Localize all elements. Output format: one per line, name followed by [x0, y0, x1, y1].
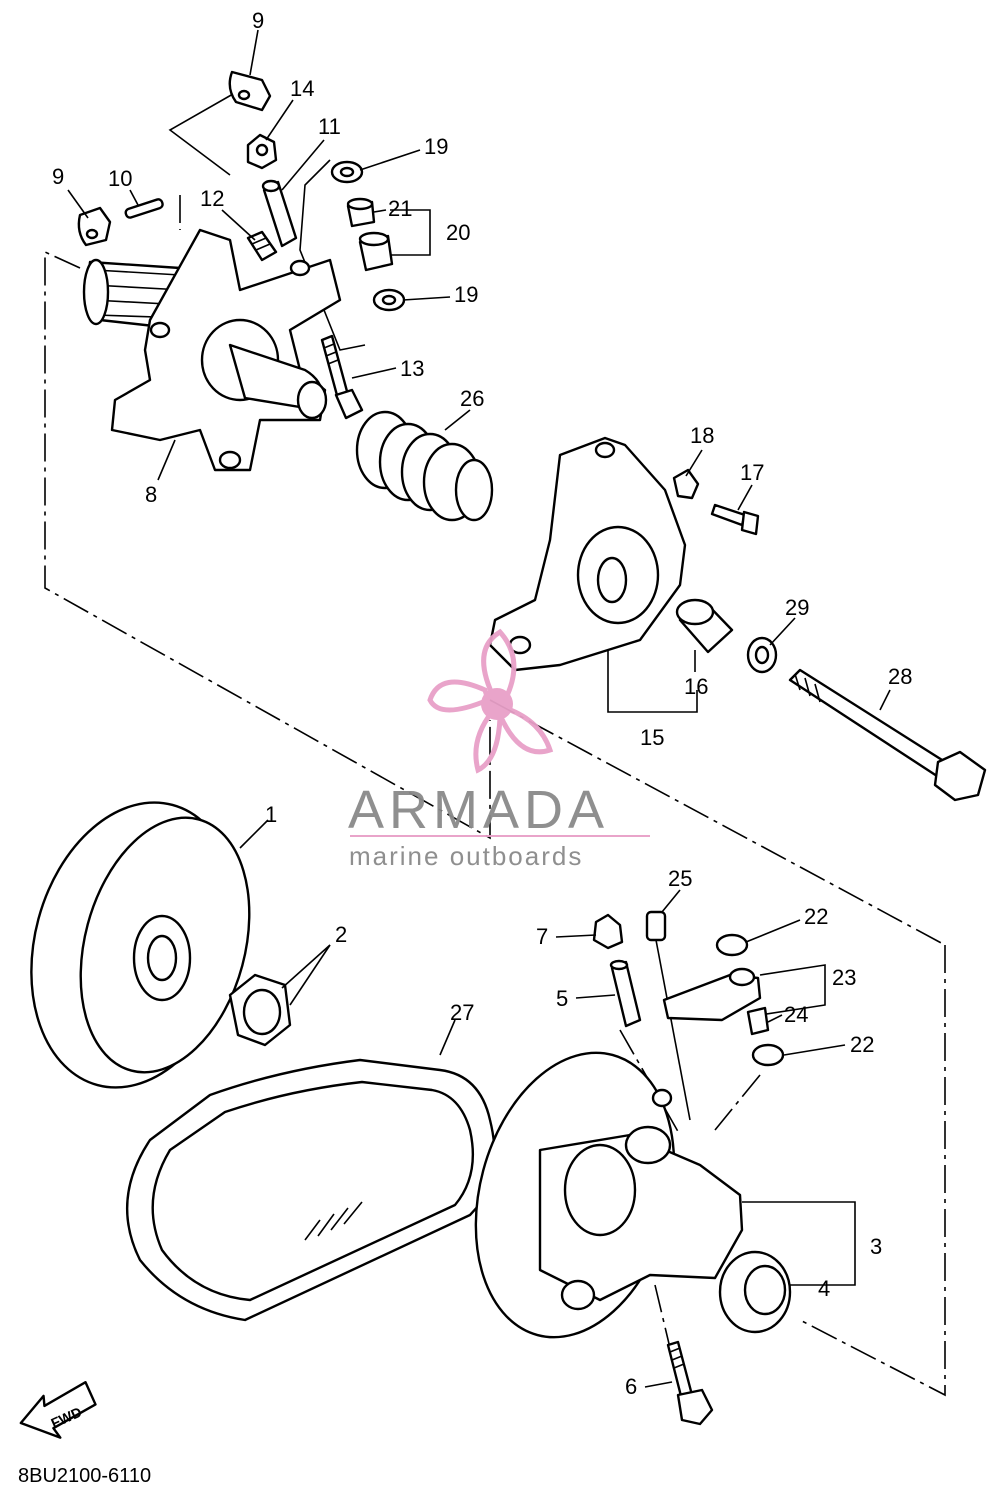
callout-4: 4: [818, 1276, 830, 1301]
callout-9: 9: [252, 8, 264, 33]
callout-6: 6: [625, 1374, 637, 1399]
callout-18: 18: [690, 423, 714, 448]
callout-2: 2: [335, 922, 347, 947]
callout-17: 17: [740, 460, 764, 485]
weight-left: [77, 206, 112, 247]
callout-15: 15: [640, 725, 664, 750]
callout-28: 28: [888, 664, 912, 689]
sheave-1: [30, 801, 251, 1089]
nut-7: [592, 913, 624, 950]
watermark: ARMADA marine outboards: [348, 628, 650, 871]
callout-1: 1: [265, 802, 277, 827]
washer-22-bottom: [751, 1043, 785, 1067]
callout-19: 19: [454, 282, 478, 307]
nut-14: [246, 133, 278, 170]
callout-22: 22: [850, 1032, 874, 1057]
callout-24: 24: [784, 1002, 808, 1027]
callout-9: 9: [52, 164, 64, 189]
diagram-reference: 8BU2100-6110: [18, 1465, 151, 1487]
bolt-6: [666, 1340, 714, 1426]
roller-21: [346, 197, 376, 228]
bolt-28: [788, 668, 987, 802]
bracket-lines: [168, 89, 856, 1286]
washer-19-bottom: [372, 288, 406, 312]
callout-21: 21: [388, 196, 412, 221]
propeller-icon: [427, 628, 554, 774]
bolt-13: [320, 334, 364, 420]
roller-24: [746, 1006, 770, 1036]
callout-13: 13: [400, 356, 424, 381]
callout-20: 20: [446, 220, 470, 245]
screw-12: [246, 230, 278, 262]
collar-2: [228, 973, 292, 1047]
callout-8: 8: [145, 482, 157, 507]
callout-3: 3: [870, 1234, 882, 1259]
washer-29: [746, 636, 778, 674]
callout-7: 7: [536, 924, 548, 949]
callout-12: 12: [200, 186, 224, 211]
bushing-4: [718, 1250, 792, 1334]
callout-11: 11: [318, 114, 341, 139]
nut-18: [672, 468, 700, 500]
washer-22-top: [715, 933, 749, 957]
pin-5: [609, 959, 642, 1028]
roller-20: [358, 231, 394, 272]
bolt-17: [710, 503, 760, 536]
callout-numbers: 9 14 11 19 9 10 12 21 20 19 13 26 8 18 1…: [52, 8, 912, 1399]
primary-fixed-sheave-hub: [82, 228, 342, 472]
weight-top: [228, 70, 272, 112]
callout-14: 14: [290, 76, 314, 101]
callout-29: 29: [785, 595, 809, 620]
arm-23: [662, 967, 762, 1022]
callout-27: 27: [450, 1000, 474, 1025]
fwd-arrow: FWD: [19, 1381, 97, 1439]
callout-19: 19: [424, 134, 448, 159]
cover-15: [488, 436, 687, 672]
pin-25: [645, 910, 691, 1121]
callout-16: 16: [684, 674, 708, 699]
bushing-16: [675, 598, 734, 654]
rivet-10: [124, 198, 164, 219]
callout-10: 10: [108, 166, 132, 191]
leader-lines: [67, 29, 891, 1388]
washer-19-top: [330, 160, 364, 184]
callout-25: 25: [668, 866, 692, 891]
spring-26: [355, 410, 494, 522]
callout-26: 26: [460, 386, 484, 411]
callout-5: 5: [556, 986, 568, 1011]
watermark-tagline: marine outboards: [349, 841, 583, 871]
callout-22: 22: [804, 904, 828, 929]
watermark-brand: ARMADA: [348, 780, 609, 840]
belt-27: [125, 1058, 496, 1322]
sheave-3: [474, 1051, 744, 1339]
callout-23: 23: [832, 965, 856, 990]
pin-11: [261, 179, 298, 248]
